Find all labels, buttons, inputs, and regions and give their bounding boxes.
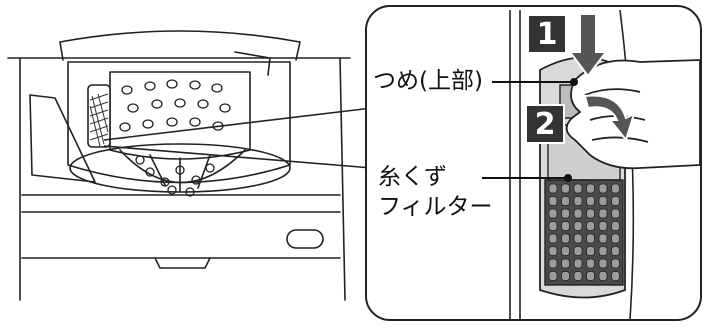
filter-mesh-cell: [598, 183, 608, 194]
washer-foot: [154, 257, 211, 269]
filter-mesh-cell: [611, 258, 620, 269]
filter-mesh-cell: [611, 221, 620, 231]
filter-mesh-cell: [548, 258, 558, 269]
filter-mesh-cell: [573, 208, 583, 219]
side-panel: [29, 94, 96, 183]
filter-mesh-cell: [561, 208, 570, 219]
filter-mesh-cell: [573, 258, 583, 269]
filter-mesh-cell: [598, 258, 608, 269]
down-arrow: [568, 13, 608, 78]
filter-mesh-cell: [598, 208, 608, 219]
filter-mesh-cell: [561, 246, 570, 256]
filter-mesh-cell: [548, 221, 558, 231]
filter-mesh-cell: [548, 183, 558, 194]
filter-mesh-cell: [561, 258, 570, 269]
filter-mesh-cell: [548, 196, 558, 206]
filter-mesh-cell: [611, 196, 620, 206]
filter-mesh-cell: [598, 271, 608, 281]
filter-label-line1: 糸くず: [378, 164, 447, 190]
drum-filter-mesh: [89, 93, 109, 147]
filter-mesh-cell: [586, 196, 595, 206]
filter-mesh-cell: [561, 221, 570, 231]
filter-mesh-cell: [561, 271, 570, 281]
filter-mesh-cell: [611, 208, 620, 219]
front-handle: [286, 229, 324, 249]
drum-holes: [119, 79, 231, 197]
filter-mesh-cell: [598, 196, 608, 206]
filter-mesh-cell: [586, 233, 595, 244]
filter-mesh-cell: [586, 208, 595, 219]
filter-mesh-cell: [598, 221, 608, 231]
filter-mesh-cell: [573, 221, 583, 231]
filter-mesh-cell: [586, 246, 595, 256]
step-1-badge: 1: [527, 14, 567, 54]
filter-mesh-cell: [586, 271, 595, 281]
filter-mesh-cell: [548, 271, 558, 281]
filter-mesh-area: [544, 179, 624, 286]
filter-mesh-cell: [561, 233, 570, 244]
tab-label: つめ(上部): [373, 68, 483, 94]
lid-frame: [59, 30, 301, 61]
filter-mesh-cell: [573, 271, 583, 281]
pulsator: [119, 149, 246, 184]
leader-lines: [482, 78, 578, 182]
filter-mesh-cell: [573, 183, 583, 194]
filter-mesh-cell: [586, 258, 595, 269]
filter-mesh-cell: [573, 233, 583, 244]
filter-mesh-cell: [598, 233, 608, 244]
filter-mesh-cell: [548, 208, 558, 219]
lid-hinge: [234, 51, 271, 76]
filter-mesh-cell: [611, 233, 620, 244]
filter-mesh-cell: [573, 246, 583, 256]
filter-mesh-cell: [586, 183, 595, 194]
filter-mesh-cell: [561, 196, 570, 206]
drum-wall: [109, 71, 251, 160]
step-2-badge: 2: [525, 104, 565, 144]
filter-mesh-cell: [573, 196, 583, 206]
filter-mesh-cells: [548, 183, 620, 281]
filter-label-line2: フィルター: [378, 194, 493, 220]
pull-arrow: [583, 94, 636, 143]
filter-mesh-cell: [548, 246, 558, 256]
filter-mesh-cell: [548, 233, 558, 244]
filter-mesh-cell: [611, 246, 620, 256]
filter-mesh-cell: [598, 246, 608, 256]
filter-mesh-cell: [611, 183, 620, 194]
filter-mesh-cell: [586, 221, 595, 231]
filter-mesh-cell: [611, 271, 620, 281]
washing-machine: [7, 30, 351, 301]
washer-right-wall: [339, 57, 346, 301]
zoom-connectors: [103, 107, 373, 169]
filter-mesh-cell: [561, 183, 570, 194]
